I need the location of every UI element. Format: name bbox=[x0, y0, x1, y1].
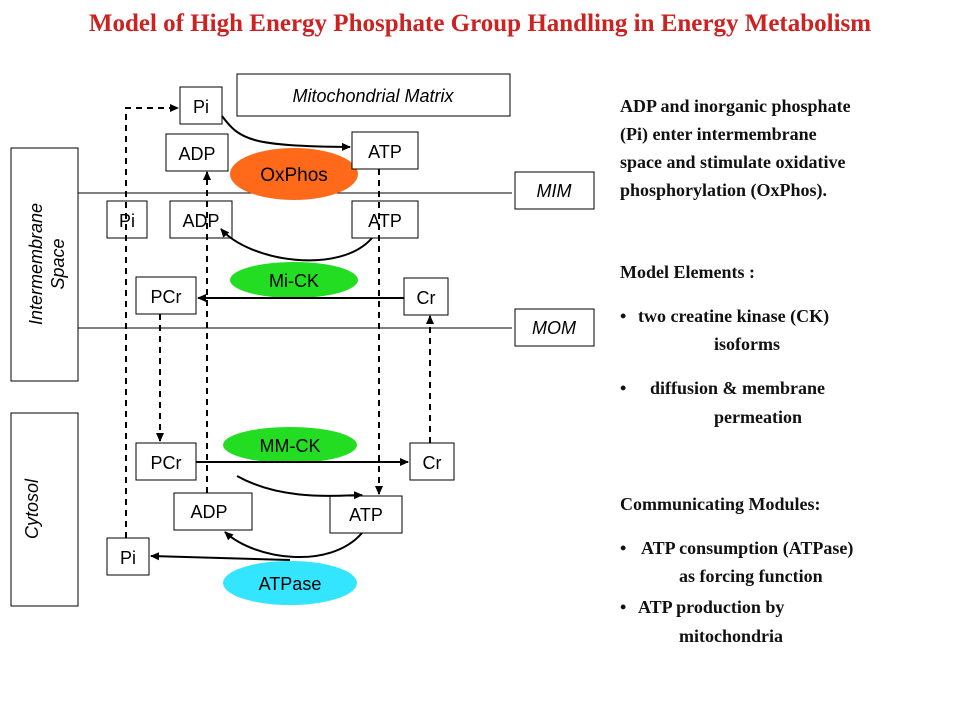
page-title: Model of High Energy Phosphate Group Han… bbox=[88, 10, 872, 37]
ims-cr-node: Cr bbox=[403, 277, 449, 316]
atpase-ellipse bbox=[223, 561, 357, 605]
cyto-atp-node: ATP bbox=[329, 495, 403, 534]
oxphos-ellipse bbox=[230, 148, 358, 200]
atpase-to-pi-arrow bbox=[150, 552, 291, 561]
ims-pi-label: Pi bbox=[119, 211, 135, 231]
ims-atp-label: ATP bbox=[368, 211, 402, 231]
modules-bullet-1-line-2: as forcing function bbox=[679, 566, 823, 586]
cyto-cr-node: Cr bbox=[409, 442, 455, 481]
cyto-pi-label: Pi bbox=[120, 548, 136, 568]
cyto-pcr-node: PCr bbox=[135, 442, 197, 481]
intro-paragraph: ADP and inorganic phosphate (Pi) enter i… bbox=[620, 92, 940, 204]
matrix-atp-node: ATP bbox=[351, 131, 419, 170]
model-bullet-2-marker: • bbox=[620, 378, 627, 398]
model-bullet-2-line-1: diffusion & membrane bbox=[650, 378, 825, 398]
intermembrane-space-box: Intermembrane Space bbox=[10, 147, 79, 382]
matrix-label: Mitochondrial Matrix bbox=[292, 86, 454, 106]
mim-box bbox=[514, 171, 595, 210]
mmck-ellipse bbox=[223, 427, 357, 463]
mick-reaction-arrow bbox=[220, 228, 373, 262]
modules-bullet-1-line-1: ATP consumption (ATPase) bbox=[641, 538, 854, 558]
intermembrane-label: Intermembrane bbox=[26, 203, 46, 325]
mom-box bbox=[514, 308, 595, 347]
ims-adp-node: ADP bbox=[169, 200, 233, 239]
model-bullet-2-line-2: permeation bbox=[714, 407, 802, 427]
atpase-label: ATPase bbox=[259, 574, 322, 594]
model-bullet-1-line-1: two creatine kinase (CK) bbox=[638, 306, 830, 326]
modules-bullet-2-line-1: ATP production by bbox=[638, 597, 785, 617]
model-bullet-1-line-2: isoforms bbox=[714, 334, 780, 354]
mmck-reaction-arrow bbox=[236, 475, 363, 500]
cyto-pi-node: Pi bbox=[106, 537, 150, 576]
modules-bullet-1-marker: • bbox=[620, 538, 627, 558]
pi-diffusion-arrow bbox=[125, 104, 179, 538]
matrix-atp-label: ATP bbox=[368, 142, 402, 162]
mick-ellipse bbox=[230, 262, 358, 298]
ims-cr-label: Cr bbox=[417, 288, 436, 308]
atpase-reaction-arrow bbox=[224, 531, 363, 559]
matrix-label-box bbox=[236, 73, 511, 117]
cyto-adp-label: ADP bbox=[190, 502, 227, 522]
cyto-cr-label: Cr bbox=[423, 453, 442, 473]
model-elements-heading: Model Elements : bbox=[620, 262, 755, 282]
oxphos-label: OxPhos bbox=[260, 165, 328, 186]
cyto-pcr-label: PCr bbox=[151, 453, 182, 473]
ims-adp-label: ADP bbox=[182, 211, 219, 231]
matrix-adp-node: ADP bbox=[165, 133, 229, 172]
intro-line-3: space and stimulate oxidative bbox=[620, 152, 846, 172]
modules-bullet-2-marker: • bbox=[620, 597, 627, 617]
model-bullet-1-marker: • bbox=[620, 306, 627, 326]
intro-line-4: phosphorylation (OxPhos). bbox=[620, 180, 828, 200]
mom-label: MOM bbox=[532, 318, 576, 338]
modules-heading: Communicating Modules: bbox=[620, 494, 821, 514]
cyto-atp-label: ATP bbox=[349, 505, 383, 525]
mick-label: Mi-CK bbox=[269, 271, 319, 291]
ims-pcr-label: PCr bbox=[151, 287, 182, 307]
intro-line-2: (Pi) enter intermembrane bbox=[620, 124, 817, 144]
matrix-adp-label: ADP bbox=[178, 144, 215, 164]
oxphos-reaction-arrow bbox=[221, 115, 351, 151]
matrix-pi-label: Pi bbox=[193, 97, 209, 117]
modules-bullet-2-line-2: mitochondria bbox=[679, 626, 784, 646]
ims-atp-node: ATP bbox=[351, 200, 419, 239]
cyto-adp-node: ADP bbox=[173, 492, 253, 531]
cytosol-label: Cytosol bbox=[22, 478, 42, 539]
mmck-label: MM-CK bbox=[260, 436, 321, 456]
intro-line-1: ADP and inorganic phosphate bbox=[620, 96, 851, 116]
matrix-pi-node: Pi bbox=[179, 86, 223, 125]
ims-pcr-node: PCr bbox=[135, 276, 197, 315]
cytosol-box: Cytosol bbox=[10, 412, 79, 607]
mim-label: MIM bbox=[537, 181, 572, 201]
space-label: Space bbox=[48, 238, 68, 289]
